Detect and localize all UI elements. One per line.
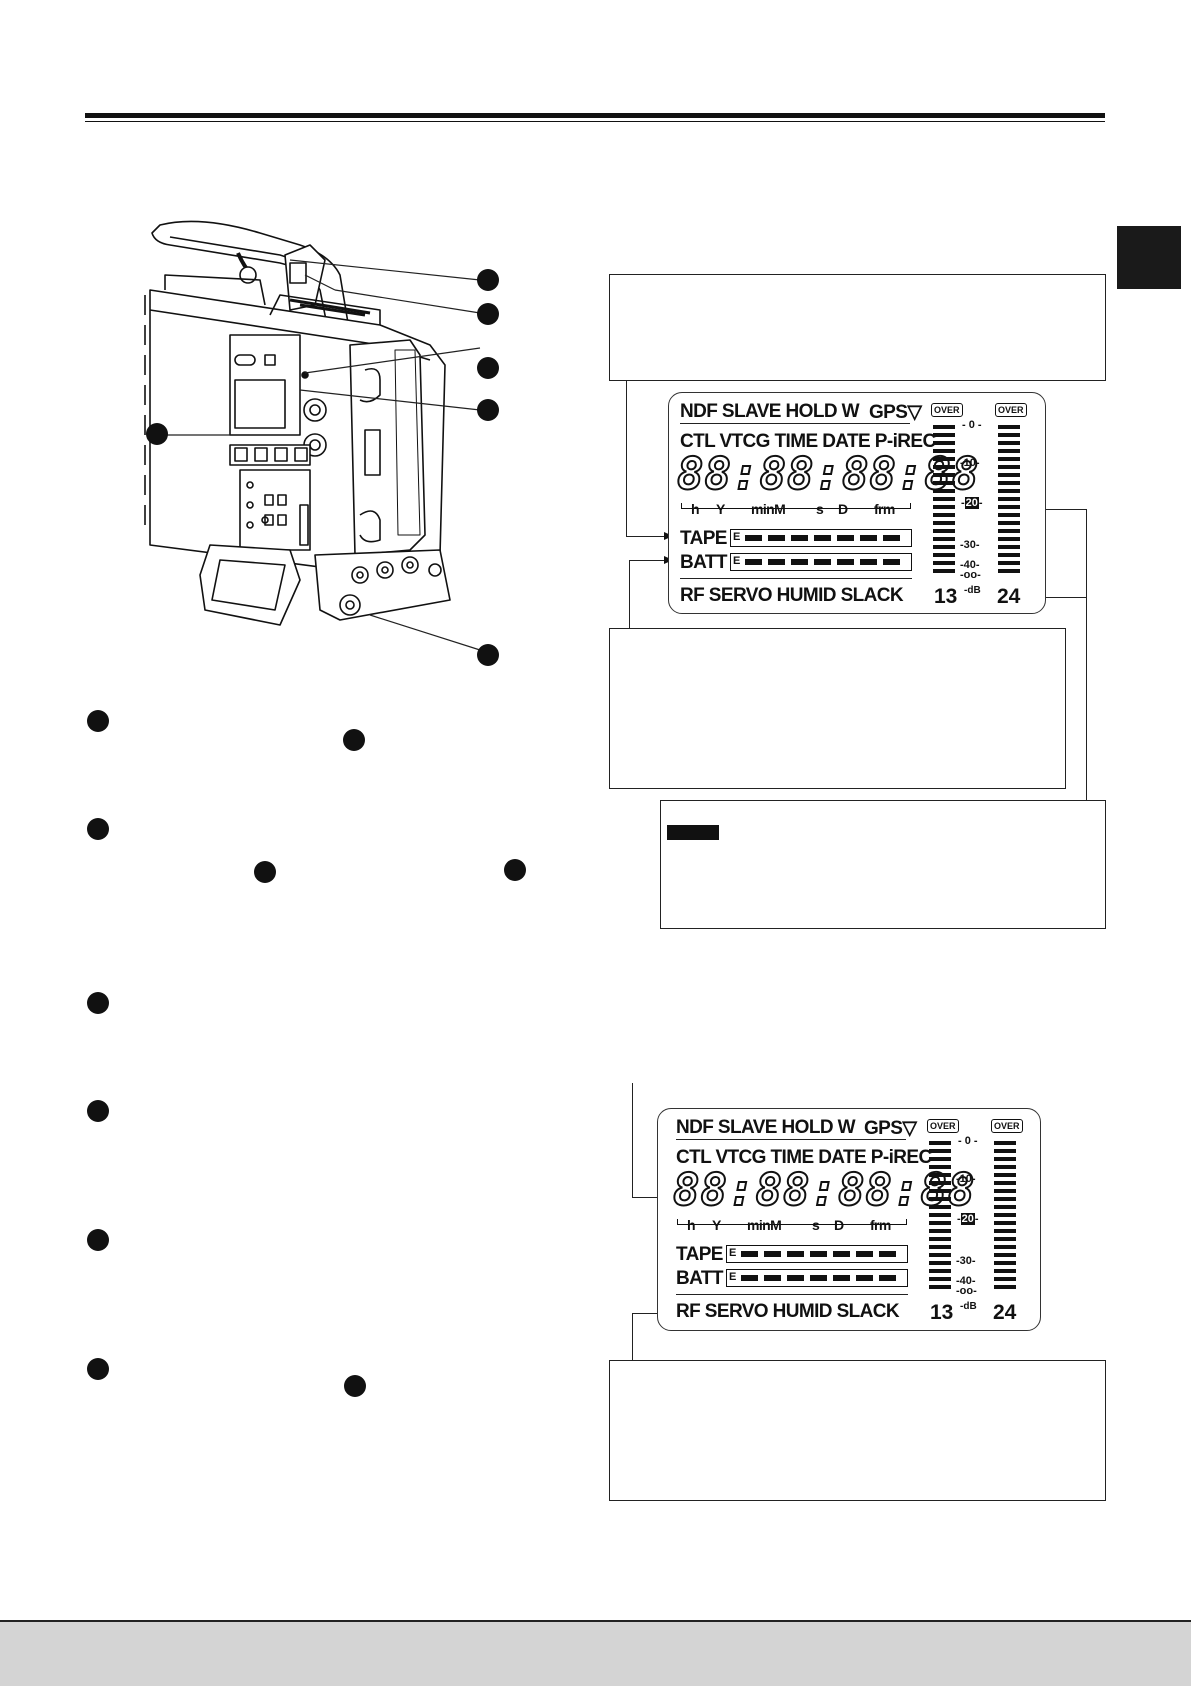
unit-label: s bbox=[816, 501, 824, 517]
item-bullet bbox=[87, 992, 109, 1014]
timecode-digits: 88:88:88:88 bbox=[672, 1164, 976, 1217]
scale-label: -30- bbox=[956, 1255, 976, 1267]
lcd-mode-row: CTL VTCG TIME DATE P-iREC bbox=[680, 431, 936, 452]
inline-ref-dot bbox=[344, 1375, 366, 1397]
camera-illustration bbox=[144, 220, 481, 651]
leader-line bbox=[626, 381, 628, 537]
warning-row: RF SERVO HUMID SLACK bbox=[680, 585, 904, 606]
callout-dot bbox=[477, 269, 499, 291]
units-bracket bbox=[681, 503, 911, 509]
unit-label: h bbox=[687, 1217, 696, 1233]
inline-ref-dot bbox=[343, 729, 365, 751]
inline-ref-dot bbox=[504, 859, 526, 881]
tape-info-box bbox=[609, 274, 1106, 381]
unit-label: minM bbox=[747, 1217, 782, 1233]
tape-label: TAPE bbox=[676, 1244, 723, 1265]
channel-right: 24 bbox=[993, 1301, 1017, 1324]
callout-dot bbox=[477, 399, 499, 421]
scale-label: -oo- bbox=[960, 569, 981, 581]
tape-label: TAPE bbox=[680, 528, 727, 549]
leader-line bbox=[626, 536, 668, 538]
channel-left: 13 bbox=[930, 1301, 954, 1324]
lcd-panel: NDF SLAVE HOLD W GPS▽ CTL VTCG TIME DATE… bbox=[668, 392, 1046, 614]
warning-row: RF SERVO HUMID SLACK bbox=[676, 1301, 900, 1322]
unit-label: s bbox=[812, 1217, 820, 1233]
callout-dot bbox=[477, 303, 499, 325]
gps-indicator: GPS▽ bbox=[864, 1118, 917, 1139]
tape-bar: E bbox=[730, 529, 912, 547]
db-label: -dB bbox=[960, 1301, 977, 1312]
antenna-icon: ▽ bbox=[907, 402, 922, 423]
audio-note-box bbox=[660, 800, 1106, 929]
leader-line bbox=[632, 1083, 634, 1198]
scale-label: - 0 - bbox=[962, 419, 982, 431]
unit-label: frm bbox=[874, 501, 895, 517]
batt-bar: E bbox=[730, 553, 912, 571]
over-indicator: OVER bbox=[931, 403, 963, 417]
scale-label: -20- bbox=[961, 497, 983, 509]
leader-line bbox=[629, 560, 667, 562]
over-indicator: OVER bbox=[927, 1119, 959, 1133]
unit-label: D bbox=[834, 1217, 844, 1233]
batt-info-box bbox=[609, 628, 1066, 789]
chapter-tab bbox=[1117, 226, 1181, 289]
batt-label: BATT bbox=[676, 1268, 723, 1289]
over-indicator: OVER bbox=[995, 403, 1027, 417]
tape-bar: E bbox=[726, 1245, 908, 1263]
leader-line bbox=[1040, 509, 1086, 511]
callout-dot bbox=[146, 423, 168, 445]
warning-info-box bbox=[609, 1360, 1106, 1501]
unit-label: minM bbox=[751, 501, 786, 517]
batt-label: BATT bbox=[680, 552, 727, 573]
unit-label: D bbox=[838, 501, 848, 517]
leader-line bbox=[632, 1313, 634, 1360]
scale-label: -20- bbox=[957, 1213, 979, 1225]
note-tag bbox=[667, 825, 719, 840]
leader-line bbox=[629, 560, 631, 628]
item-bullet bbox=[87, 1358, 109, 1380]
scale-label: -10- bbox=[960, 457, 980, 469]
units-bracket bbox=[677, 1219, 907, 1225]
scale-label: -30- bbox=[960, 539, 980, 551]
antenna-icon: ▽ bbox=[902, 1118, 917, 1139]
footer-bar bbox=[0, 1620, 1191, 1686]
unit-label: frm bbox=[870, 1217, 891, 1233]
callout-dot bbox=[477, 644, 499, 666]
gps-indicator: GPS▽ bbox=[869, 402, 922, 423]
leader-line bbox=[632, 1197, 670, 1199]
item-bullet bbox=[87, 1100, 109, 1122]
scale-label: -oo- bbox=[956, 1285, 977, 1297]
scale-label: -40- bbox=[956, 1275, 976, 1287]
callout-dot bbox=[477, 357, 499, 379]
item-bullet bbox=[87, 818, 109, 840]
scale-label: -40- bbox=[960, 559, 980, 571]
inline-ref-dot bbox=[254, 861, 276, 883]
timecode-digits: 88:88:88:88 bbox=[676, 448, 980, 501]
item-bullet bbox=[87, 1229, 109, 1251]
channel-left: 13 bbox=[934, 585, 958, 608]
lcd-status-row: NDF SLAVE HOLD W bbox=[676, 1117, 856, 1138]
db-label: -dB bbox=[964, 585, 981, 596]
scale-label: - 0 - bbox=[958, 1135, 978, 1147]
leader-line bbox=[1040, 597, 1086, 599]
channel-right: 24 bbox=[997, 585, 1021, 608]
leader-line bbox=[632, 1313, 667, 1315]
unit-label: h bbox=[691, 501, 700, 517]
unit-label: Y bbox=[712, 1217, 721, 1233]
item-bullet bbox=[87, 710, 109, 732]
lcd-panel: NDF SLAVE HOLD W GPS▽ CTL VTCG TIME DATE… bbox=[657, 1108, 1041, 1331]
header-rule-thick bbox=[85, 113, 1105, 118]
batt-bar: E bbox=[726, 1269, 908, 1287]
over-indicator: OVER bbox=[991, 1119, 1023, 1133]
lcd-mode-row: CTL VTCG TIME DATE P-iREC bbox=[676, 1147, 932, 1168]
leader-line bbox=[1086, 509, 1088, 800]
unit-label: Y bbox=[716, 501, 725, 517]
header-rule-thin bbox=[85, 121, 1105, 122]
scale-label: -10- bbox=[956, 1173, 976, 1185]
lcd-status-row: NDF SLAVE HOLD W bbox=[680, 401, 860, 422]
